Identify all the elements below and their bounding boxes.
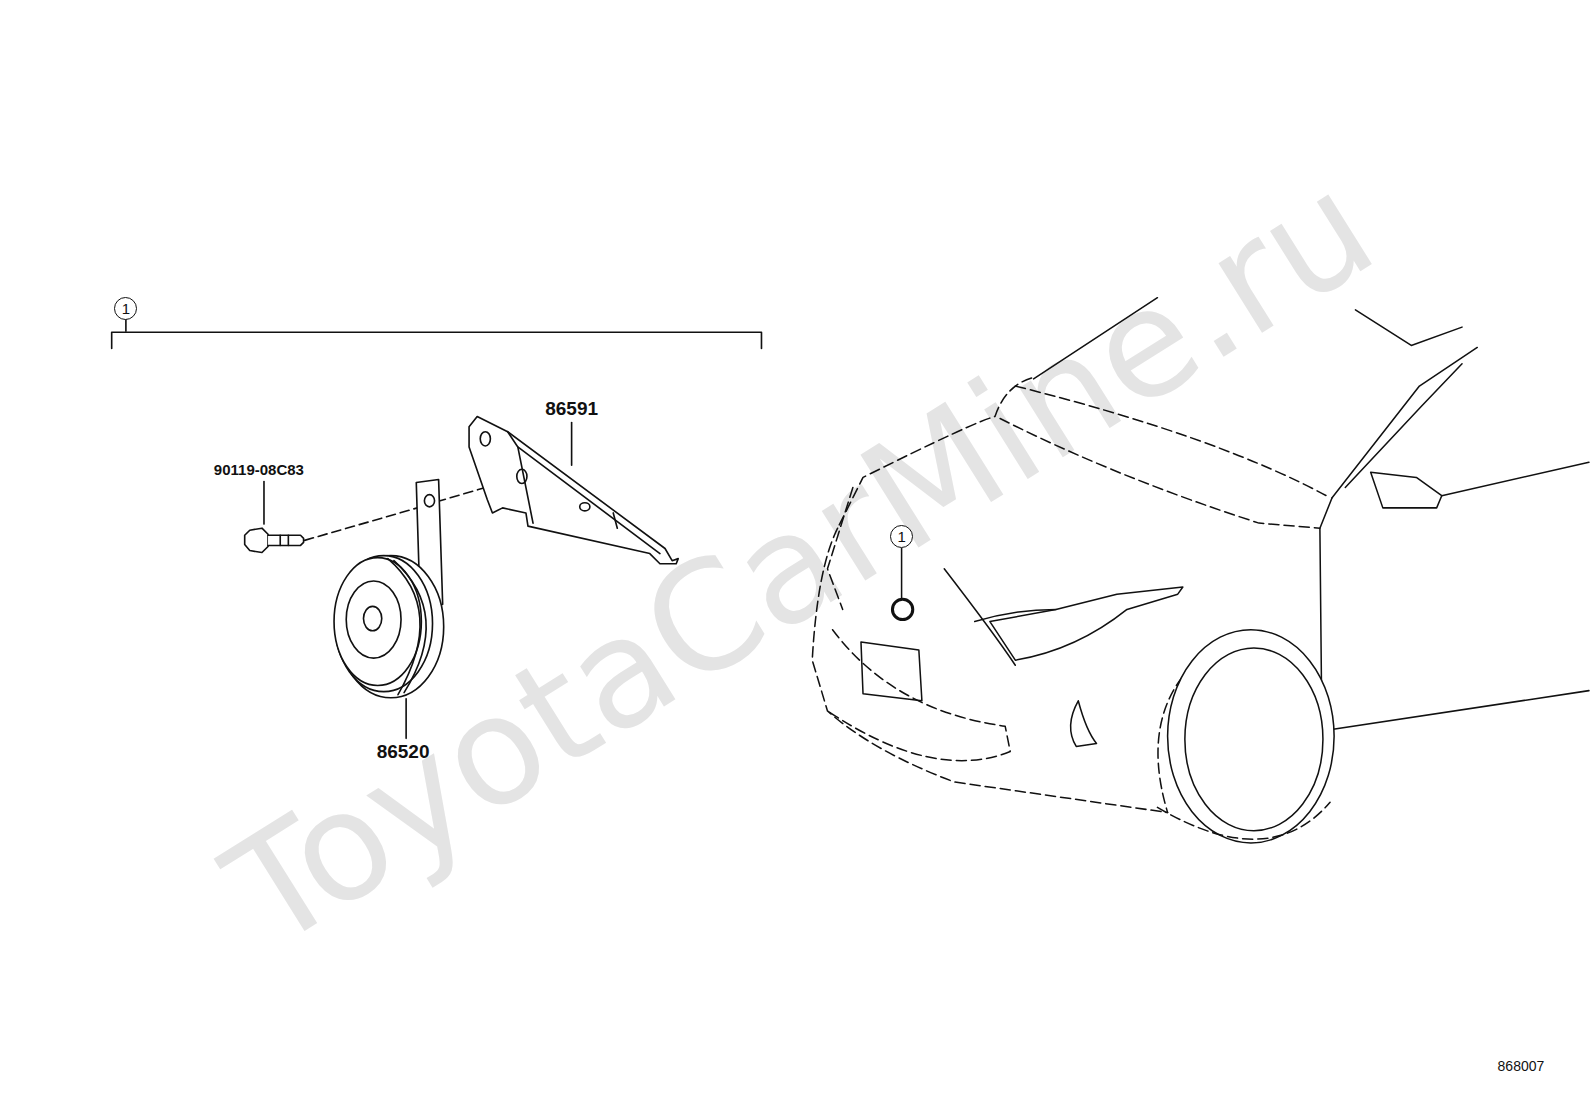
callout-number: 1 [122,301,130,316]
callout-circle: 1 [114,297,137,320]
part-number: 86591 [545,398,598,420]
part-number: 86520 [377,741,430,763]
callout-circle: 1 [890,525,913,548]
figure-number: 868007 [1498,1058,1545,1074]
callout-number: 1 [897,529,905,544]
part-number: 90119-08C83 [214,461,304,478]
